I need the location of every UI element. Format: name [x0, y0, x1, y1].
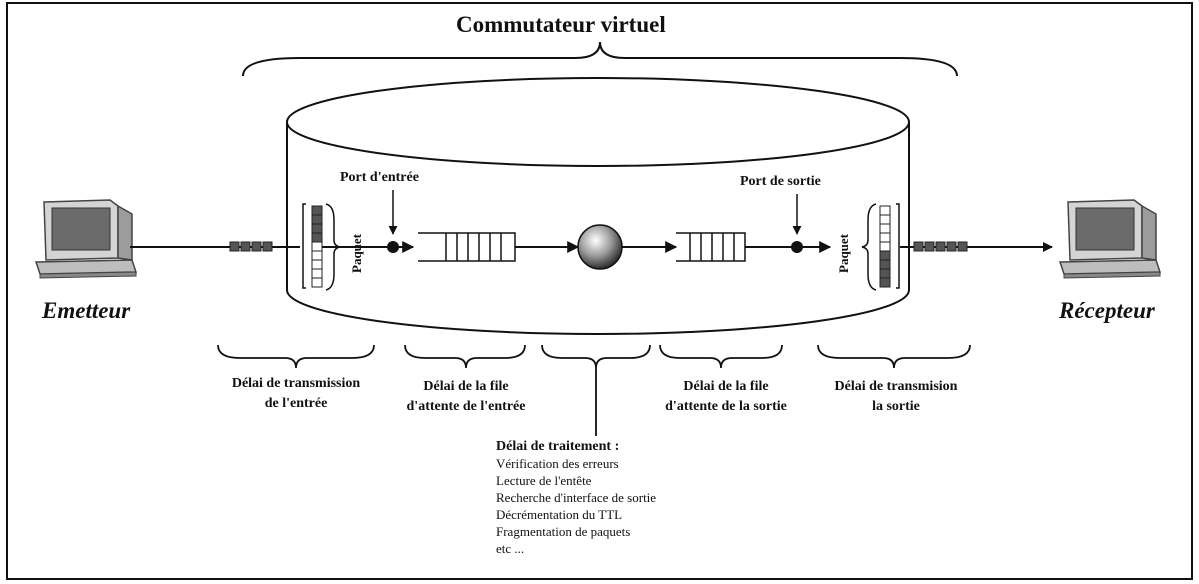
switch-cylinder: [286, 77, 910, 335]
output-queue: [676, 232, 746, 262]
input-buffer: [302, 203, 341, 291]
computer-recepteur-icon: [1058, 199, 1162, 279]
label-paquet-entree: Paquet: [349, 234, 364, 273]
label-port-sortie: Port de sortie: [740, 174, 821, 189]
label-delai-transmission-sortie: Délai de transmision la sortie: [834, 379, 958, 414]
traitement-block: Délai de traitement : Vérification des e…: [496, 438, 656, 557]
input-queue: [418, 232, 516, 262]
label-port-entree: Port d'entrée: [340, 170, 419, 185]
traitement-item: Fragmentation de paquets: [496, 524, 631, 539]
switch-brace: [242, 41, 958, 77]
packet-train-out: [913, 241, 968, 252]
port-sortie-dot: [791, 241, 803, 253]
traitement-item: Vérification des erreurs: [496, 456, 619, 471]
traitement-item: Lecture de l'entête: [496, 473, 592, 488]
traitement-item: etc ...: [496, 541, 525, 556]
packet-train-in: [229, 241, 273, 252]
label-recepteur: Récepteur: [1059, 298, 1155, 323]
label-delai-file-entree: Délai de la file d'attente de l'entrée: [406, 379, 526, 414]
switch-fabric-sphere: [577, 224, 623, 270]
output-buffer: [861, 203, 900, 291]
diagram-frame: [6, 2, 1193, 580]
label-delai-transmission-entree: Délai de transmission de l'entrée: [231, 376, 361, 411]
traitement-title: Délai de traitement :: [496, 439, 620, 454]
traitement-item: Décrémentation du TTL: [496, 507, 623, 522]
label-emetteur: Emetteur: [42, 298, 131, 323]
port-entree-dot: [387, 241, 399, 253]
delay-braces: [217, 344, 971, 369]
diagram-title: Commutateur virtuel: [456, 12, 666, 37]
label-paquet-sortie: Paquet: [836, 234, 851, 273]
computer-emetteur-icon: [34, 199, 138, 279]
label-delai-file-sortie: Délai de la file d'attente de la sortie: [665, 379, 787, 414]
traitement-item: Recherche d'interface de sortie: [496, 490, 657, 505]
